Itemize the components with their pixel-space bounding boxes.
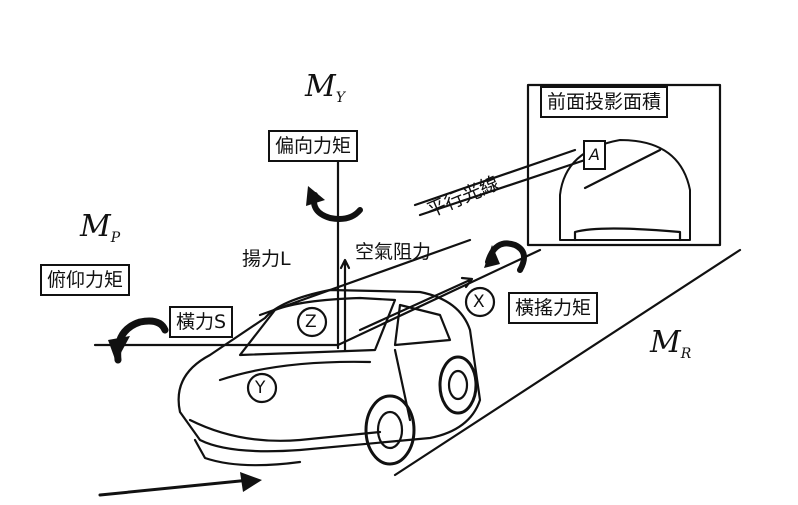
road-edge-right: [393, 248, 742, 477]
roll-symbol-main: M: [650, 325, 681, 360]
roll-moment-label: 橫搖力矩: [508, 292, 599, 324]
car-hood-line: [218, 360, 372, 382]
lift-arrow: [339, 258, 351, 352]
z-axis-marker: [296, 306, 328, 338]
area-symbol-label: A: [583, 140, 606, 170]
yaw-symbol-main: M: [305, 69, 336, 104]
frontal-area-label: 前面投影面積: [540, 86, 669, 118]
pitch-moment-symbol: MP: [80, 212, 120, 253]
car-side-window: [393, 303, 452, 347]
car-silhouette-front: [559, 139, 691, 241]
yaw-moment-label: 偏向力矩: [268, 130, 359, 162]
light-ray-3: [583, 148, 662, 190]
side-force-label: 橫力S: [169, 306, 234, 338]
x-axis-marker: [464, 286, 496, 318]
axis-x-label: X: [473, 292, 485, 312]
light-ray-1: [413, 148, 577, 207]
wheel-front: [364, 394, 416, 466]
roll-symbol-sub: R: [680, 346, 692, 362]
pitch-moment-label: 俯仰力矩: [40, 264, 131, 296]
car-bumper: [188, 418, 382, 442]
y-axis-marker: [246, 372, 278, 404]
axis-y-label: Y: [255, 378, 266, 398]
car-body: [177, 288, 482, 453]
drag-arrow: [358, 276, 474, 332]
drag-label: 空氣阻力: [355, 241, 432, 263]
yaw-moment-arrow: [311, 192, 363, 222]
yaw-symbol-sub: Y: [335, 90, 345, 106]
road-edge-left: [258, 238, 472, 317]
projection-frame: [526, 83, 722, 247]
wheel-rear: [438, 355, 478, 415]
axis-z-label: Z: [305, 312, 317, 332]
lift-label: 揚力L: [242, 248, 291, 270]
pitch-symbol-main: M: [80, 209, 111, 244]
roll-moment-symbol: MR: [650, 328, 691, 369]
car-windshield: [238, 296, 397, 357]
yaw-moment-symbol: MY: [305, 72, 345, 113]
light-ray-2: [418, 158, 587, 217]
pitch-symbol-sub: P: [110, 230, 121, 246]
motion-arrow: [98, 478, 252, 497]
